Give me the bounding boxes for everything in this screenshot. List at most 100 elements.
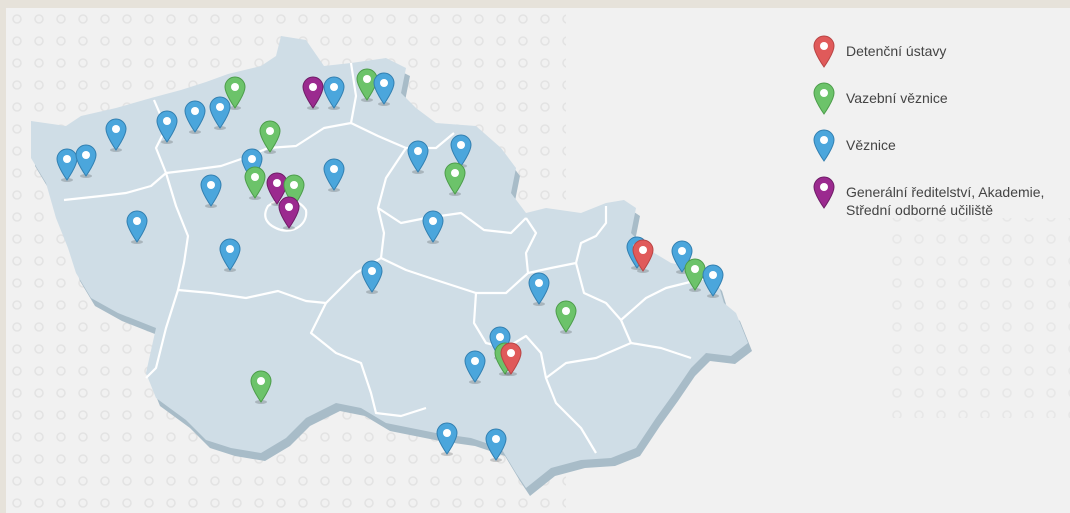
legend-item-hq[interactable]: Generální ředitelství, Akademie, Střední… — [812, 176, 1070, 219]
map-pin-icon[interactable] — [209, 96, 231, 130]
pin-center — [290, 181, 298, 189]
map-pin-icon[interactable] — [632, 239, 654, 273]
pin-body — [278, 196, 300, 229]
pin-center — [443, 429, 451, 437]
pin-center — [471, 357, 479, 365]
map-pin-icon — [813, 35, 835, 68]
pin-center — [191, 107, 199, 115]
pin-center — [133, 217, 141, 225]
legend-item-prison[interactable]: Věznice — [812, 129, 1070, 162]
pin-body — [56, 148, 78, 181]
pin-body — [702, 264, 724, 297]
border-usti — [165, 62, 358, 175]
pin-center — [429, 217, 437, 225]
legend-label: Detenční ústavy — [846, 43, 947, 59]
pin-body — [302, 76, 324, 109]
map-pin-icon[interactable] — [259, 120, 281, 154]
map-pin-icon[interactable] — [373, 72, 395, 106]
pin-body — [555, 300, 577, 333]
pin-center — [163, 117, 171, 125]
pin-center — [562, 307, 570, 315]
pin-body — [250, 370, 272, 403]
pin-body — [485, 428, 507, 461]
border-south-moravia — [472, 292, 597, 454]
map-pin-icon[interactable] — [250, 370, 272, 404]
map-pin-icon[interactable] — [407, 140, 429, 174]
pin-center — [207, 181, 215, 189]
map-pin-icon[interactable] — [485, 428, 507, 462]
map-pin-icon[interactable] — [464, 350, 486, 384]
map-pin-icon — [813, 176, 835, 209]
pin-body — [356, 68, 378, 101]
dot-pattern-right — [886, 218, 1070, 418]
map-pin-icon[interactable] — [528, 272, 550, 306]
pin-body — [126, 210, 148, 243]
map-frame: Detenční ústavy Vazební věznice Věznice … — [6, 8, 1070, 513]
map-pin-icon[interactable] — [56, 148, 78, 182]
border-olomouc — [527, 206, 608, 275]
pin-center — [492, 435, 500, 443]
map-pin-icon[interactable] — [361, 260, 383, 294]
pin-body — [266, 172, 288, 205]
prison-markers — [56, 68, 724, 462]
map-pin-icon[interactable] — [156, 110, 178, 144]
map-pin-icon[interactable] — [224, 76, 246, 110]
map-pin-icon[interactable] — [323, 76, 345, 110]
map-pin-icon[interactable] — [500, 342, 522, 376]
pin-body — [422, 210, 444, 243]
pin-body — [105, 118, 127, 151]
pin-center — [507, 349, 515, 357]
legend-item-remand[interactable]: Vazební věznice — [812, 82, 1070, 115]
map-pin-icon[interactable] — [702, 264, 724, 298]
legend-label: Vazební věznice — [846, 90, 948, 106]
map-pin-icon[interactable] — [436, 422, 458, 456]
pin-center — [266, 127, 274, 135]
pin-body — [219, 238, 241, 271]
legend-item-detention[interactable]: Detenční ústavy — [812, 35, 1070, 68]
map-pin-icon[interactable] — [75, 144, 97, 178]
map-pin-icon[interactable] — [356, 68, 378, 102]
map-pin-icon[interactable] — [219, 238, 241, 272]
pin-body — [444, 162, 466, 195]
pin-center — [112, 125, 120, 133]
pin-center — [363, 75, 371, 83]
map-pin-icon[interactable] — [323, 158, 345, 192]
map-pin-icon[interactable] — [444, 162, 466, 196]
border-moravskoslezsky — [620, 276, 707, 321]
map-pin-icon[interactable] — [266, 172, 288, 206]
map-pin-icon[interactable] — [302, 76, 324, 110]
pin-body — [528, 272, 550, 305]
pin-center — [273, 179, 281, 187]
pin-center — [251, 173, 259, 181]
pin-center — [285, 203, 293, 211]
pin-center — [414, 147, 422, 155]
pin-center — [639, 246, 647, 254]
map-pin-icon[interactable] — [278, 196, 300, 230]
pin-body — [373, 72, 395, 105]
map-pin-icon[interactable] — [684, 258, 706, 292]
pin-body — [323, 158, 345, 191]
pin-center — [231, 83, 239, 91]
pin-center — [216, 103, 224, 111]
map-pin-icon[interactable] — [126, 210, 148, 244]
map-pin-icon[interactable] — [555, 300, 577, 334]
pin-center — [380, 79, 388, 87]
pin-center — [63, 155, 71, 163]
pin-center — [496, 333, 504, 341]
czech-prison-map — [6, 8, 1070, 513]
map-pin-icon[interactable] — [200, 174, 222, 208]
pin-body — [684, 258, 706, 291]
map-pin-icon[interactable] — [244, 166, 266, 200]
border-zlin — [545, 341, 632, 379]
pin-center — [257, 377, 265, 385]
map-pin-icon[interactable] — [105, 118, 127, 152]
pin-body — [259, 120, 281, 153]
pin-body — [361, 260, 383, 293]
map-pin-icon[interactable] — [422, 210, 444, 244]
pin-center — [368, 267, 376, 275]
legend-label: Generální ředitelství, Akademie, Střední… — [846, 184, 1045, 218]
pin-center — [709, 271, 717, 279]
pin-body — [209, 96, 231, 129]
map-pin-icon[interactable] — [184, 100, 206, 134]
border-plzen-central — [145, 172, 190, 379]
